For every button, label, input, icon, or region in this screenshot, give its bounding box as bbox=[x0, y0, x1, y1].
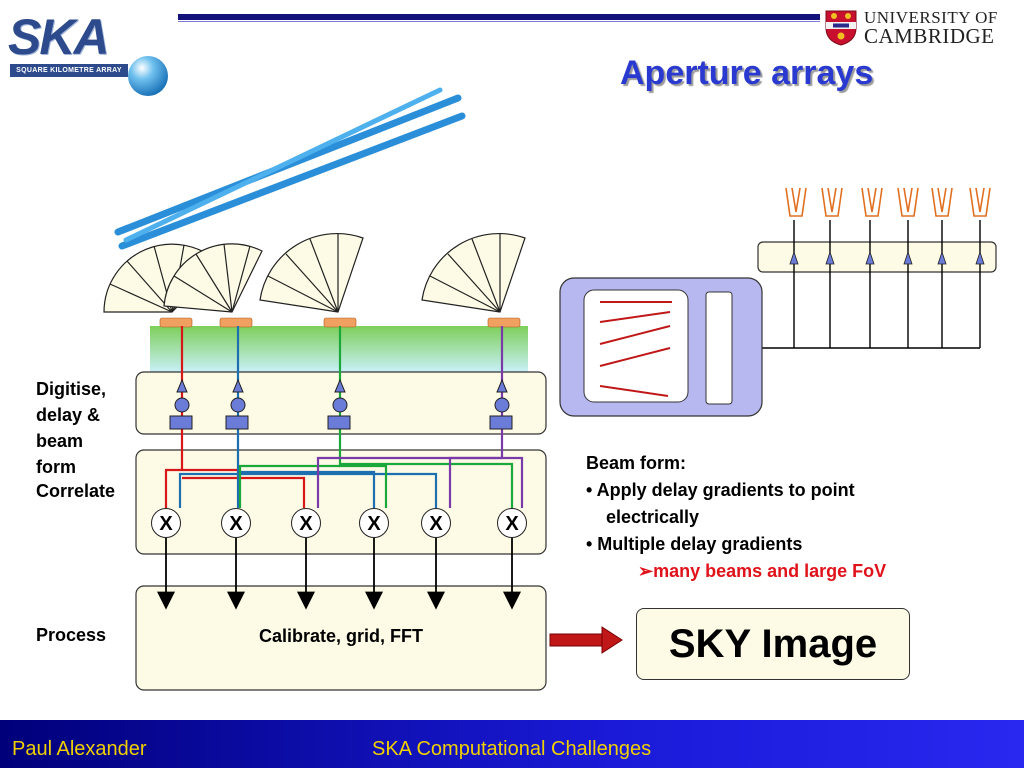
antenna-elements bbox=[159, 317, 521, 328]
arrow-bullet-icon: ➢ bbox=[638, 561, 654, 581]
feed-combiner-box bbox=[757, 241, 997, 273]
correlator-node: X bbox=[497, 508, 527, 538]
calibrate-label: Calibrate, grid, FFT bbox=[258, 626, 423, 646]
header-rule-thin bbox=[178, 21, 820, 22]
digitise-label-line: Digitise, bbox=[36, 379, 107, 399]
page-title: Aperture arrays bbox=[620, 54, 874, 92]
beamformer-chip bbox=[559, 277, 763, 417]
digitise-label-line: form bbox=[36, 457, 76, 477]
feed-array bbox=[785, 187, 991, 217]
correlator-wiring bbox=[164, 452, 524, 508]
correlator-node: X bbox=[421, 508, 451, 538]
correlator-node: X bbox=[291, 508, 321, 538]
digitise-components bbox=[169, 378, 513, 430]
ska-logo-text: SKA bbox=[8, 9, 110, 65]
footer-talk-title: SKA Computational Challenges bbox=[372, 738, 652, 760]
process-label: Process bbox=[36, 625, 107, 645]
cambridge-shield-icon bbox=[825, 10, 857, 46]
beam-form-bullet2: • Multiple delay gradients bbox=[586, 534, 803, 554]
digitise-label-line: beam bbox=[36, 431, 84, 451]
beam-form-bullet1: • Apply delay gradients to point bbox=[586, 480, 855, 500]
cambridge-line1: UNIVERSITY OF bbox=[864, 8, 998, 27]
header-rule bbox=[178, 14, 820, 20]
output-arrow-icon bbox=[549, 626, 623, 654]
feed-triangles bbox=[789, 250, 985, 265]
correlator-node: X bbox=[221, 508, 251, 538]
cambridge-line2: CAMBRIDGE bbox=[864, 24, 995, 48]
beam-form-sub-text: many beams and large FoV bbox=[653, 561, 887, 581]
beam-form-bullet1-cont: electrically bbox=[606, 507, 700, 527]
correlator-node: X bbox=[359, 508, 389, 538]
ska-logo-banner: SQUARE KILOMETRE ARRAY bbox=[10, 64, 128, 77]
beam-form-sub: ➢many beams and large FoV bbox=[586, 558, 886, 585]
process-arrows bbox=[157, 538, 521, 610]
cambridge-wordmark: UNIVERSITY OF CAMBRIDGE bbox=[864, 8, 998, 48]
digitise-label: Digitise, delay & beam form bbox=[36, 376, 106, 480]
aperture-array-diagram bbox=[103, 87, 997, 691]
beam-form-heading: Beam form: bbox=[586, 453, 687, 473]
footer-bar bbox=[0, 720, 1024, 768]
beam-form-notes: Beam form: • Apply delay gradients to po… bbox=[586, 450, 886, 585]
sky-image-box: SKY Image bbox=[636, 608, 910, 680]
correlate-label: Correlate bbox=[36, 481, 116, 501]
globe-icon bbox=[128, 56, 168, 96]
wavefront-rays bbox=[114, 87, 466, 250]
feed-lines bbox=[724, 220, 981, 355]
footer-author: Paul Alexander bbox=[12, 738, 147, 760]
beam-fans bbox=[103, 233, 526, 313]
process-box bbox=[135, 585, 547, 691]
correlator-node: X bbox=[151, 508, 181, 538]
digitise-label-line: delay & bbox=[36, 405, 101, 425]
